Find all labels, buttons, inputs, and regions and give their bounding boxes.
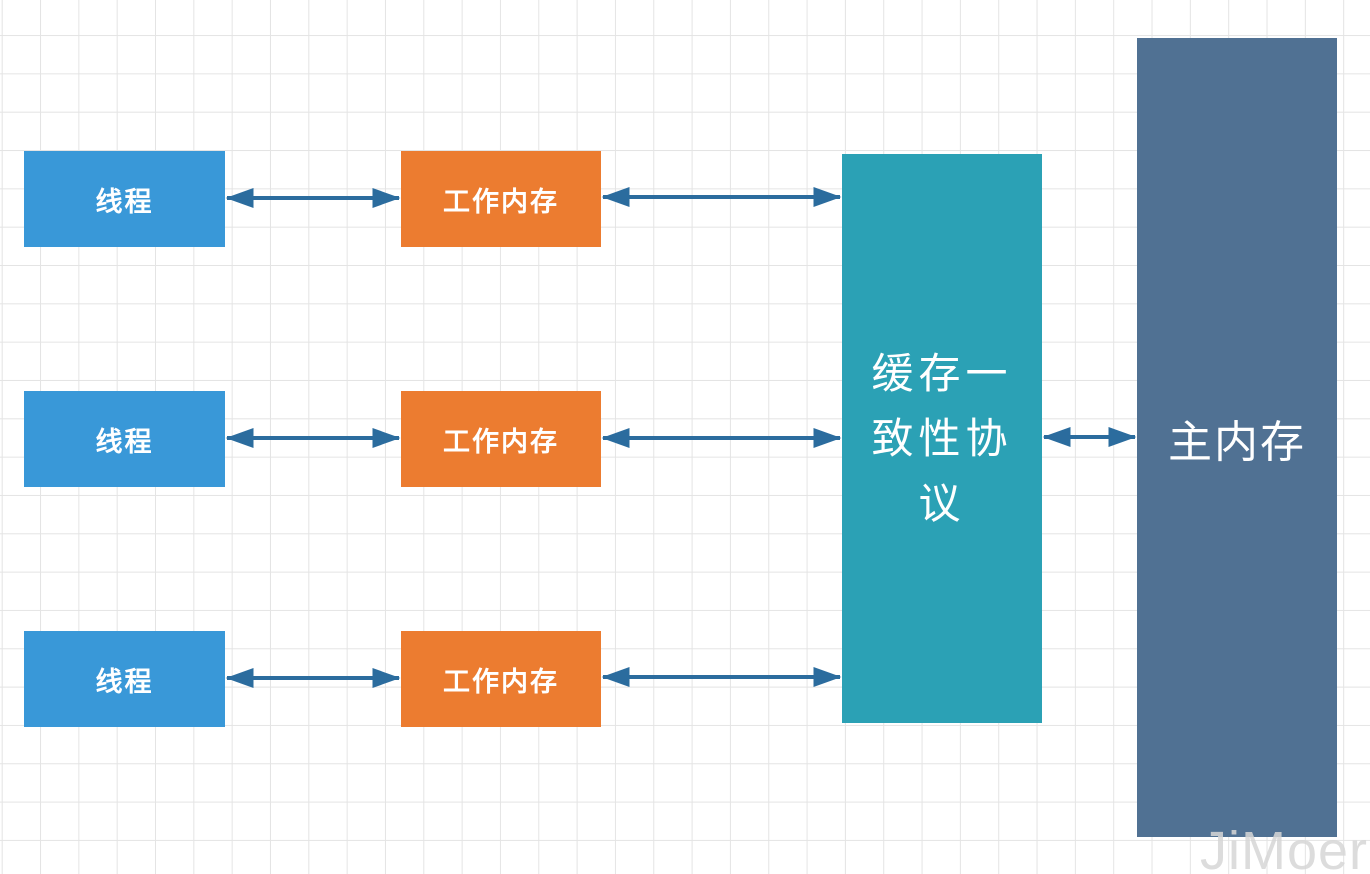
node-cache-coherence-protocol: 缓存一致性协议 [842, 154, 1042, 723]
node-working-memory-1-label: 工作内存 [443, 186, 559, 217]
node-thread-3: 线程 [24, 631, 225, 727]
node-thread-1-label: 线程 [95, 186, 154, 217]
node-working-memory-3: 工作内存 [401, 631, 601, 727]
node-cache-coherence-protocol-label: 缓存一致性协议 [871, 350, 1013, 527]
node-thread-2-label: 线程 [95, 426, 154, 457]
node-main-memory: 主内存 [1137, 38, 1337, 837]
node-working-memory-2: 工作内存 [401, 391, 601, 487]
node-working-memory-2-label: 工作内存 [443, 426, 559, 457]
node-thread-1: 线程 [24, 151, 225, 247]
node-thread-3-label: 线程 [95, 666, 154, 697]
node-working-memory-1: 工作内存 [401, 151, 601, 247]
node-main-memory-label: 主内存 [1168, 417, 1306, 467]
node-thread-2: 线程 [24, 391, 225, 487]
node-working-memory-3-label: 工作内存 [443, 666, 559, 697]
